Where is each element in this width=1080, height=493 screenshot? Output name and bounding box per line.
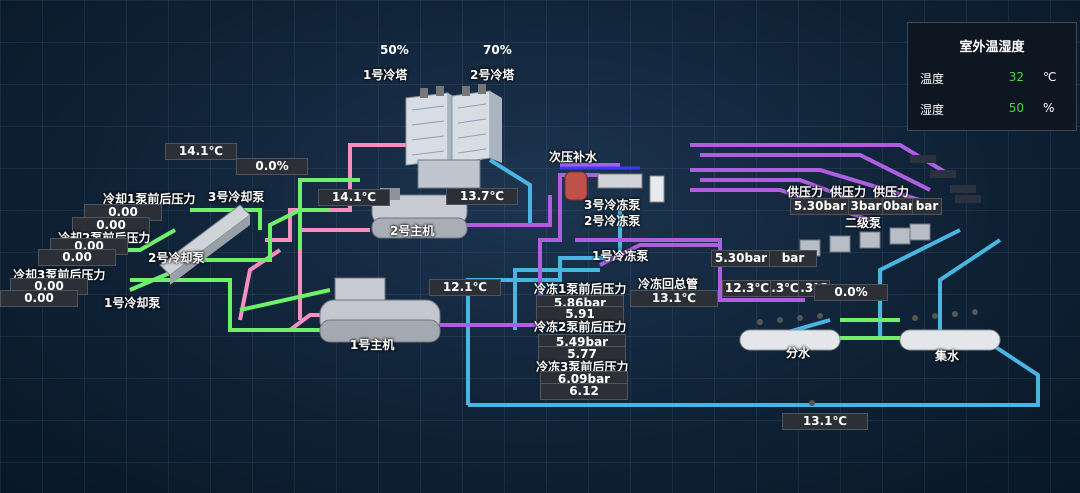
chilled-pump-1-pressure-label: 冷冻1泵前后压力 <box>534 282 627 296</box>
supply-header[interactable] <box>739 329 841 351</box>
chilled-pump-1-pressure-back: 5.91 <box>536 306 624 323</box>
return-main-label: 冷冻回总管 <box>638 277 699 291</box>
tower-1-label[interactable]: 1号冷塔 <box>363 68 408 82</box>
secondary-pump-pressure-4: bar <box>912 198 942 215</box>
cooling-pump-1-pressure-label: 冷却1泵前后压力 <box>103 192 196 206</box>
tower-1-fan-percent: 50% <box>380 43 409 57</box>
temperature-unit: ℃ <box>1043 70 1057 84</box>
secondary-pump-label[interactable]: 二级泵 <box>845 216 882 230</box>
chilled-pump-3-pressure-back: 6.12 <box>540 383 628 400</box>
chilled-pump-3-label[interactable]: 3号冷冻泵 <box>584 198 641 212</box>
secondary-pump-pressure-1: 5.30bar <box>790 198 850 215</box>
cooling-valve-percent: 0.0% <box>236 158 308 175</box>
cooling-pump-3-label[interactable]: 3号冷却泵 <box>208 190 265 204</box>
minor-tags <box>910 155 981 203</box>
chiller-1-unit[interactable] <box>319 277 441 343</box>
return-main-temp: 13.1℃ <box>630 290 718 307</box>
distribution-pressure-2: bar <box>769 250 817 267</box>
weather-panel: 室外温湿度 温度 32 ℃ 湿度 50 % <box>907 22 1077 131</box>
distribution-pressure-1: 5.30bar <box>711 250 771 267</box>
supply-header-label[interactable]: 分水 <box>786 346 811 360</box>
chiller-2-outlet-temp: 13.7℃ <box>446 188 518 205</box>
tower-2-fan-percent: 70% <box>483 43 512 57</box>
chiller-1-label[interactable]: 1号主机 <box>350 338 395 352</box>
chilled-pump-2-label[interactable]: 2号冷冻泵 <box>584 214 641 228</box>
chilled-pump-1-label[interactable]: 1号冷冻泵 <box>592 249 649 263</box>
cooling-return-temp: 14.1℃ <box>165 143 237 160</box>
supply-pressure-label-2: 供压力 <box>830 185 867 199</box>
supply-pressure-label-3: 供压力 <box>873 185 910 199</box>
chilled-pump-2-pressure-label: 冷冻2泵前后压力 <box>534 320 627 334</box>
bypass-valve-percent: 0.0% <box>814 284 888 301</box>
chilled-pipes <box>440 143 952 327</box>
collect-header[interactable] <box>899 329 1001 351</box>
cooling-pump-2-pressure-back: 0.00 <box>38 249 116 266</box>
header-valves <box>757 309 978 406</box>
tower-2-label[interactable]: 2号冷塔 <box>470 68 515 82</box>
cooling-pump-1-label[interactable]: 1号冷却泵 <box>104 296 161 310</box>
cooling-pump-1-pressure-front: 0.00 <box>84 204 162 221</box>
collect-header-label[interactable]: 集水 <box>935 349 960 363</box>
chiller-2-inlet-temp: 14.1℃ <box>318 189 390 206</box>
tower-base-heat-exchanger <box>417 159 481 189</box>
secondary-pump-pressure-2: 3bar <box>848 198 884 215</box>
makeup-water-label[interactable]: 次压补水 <box>549 150 598 164</box>
distribution-temp-2: .3℃ <box>770 280 800 297</box>
chiller-1-temp: 12.1℃ <box>429 279 501 296</box>
humidity-value: 50 <box>1008 101 1024 115</box>
bottom-return-temp: 13.1℃ <box>782 413 868 430</box>
humidity-unit: % <box>1043 101 1055 115</box>
cooling-pump-3-pressure-back: 0.00 <box>0 290 78 307</box>
makeup-tank[interactable] <box>564 171 665 203</box>
chilled-pump-3-pressure-label: 冷冻3泵前后压力 <box>536 360 629 374</box>
supply-pressure-label-1: 供压力 <box>787 185 824 199</box>
chiller-2-label[interactable]: 2号主机 <box>390 224 435 238</box>
weather-panel-title: 室外温湿度 <box>959 40 1025 55</box>
chiller-2-unit[interactable] <box>371 188 468 239</box>
secondary-pump-pressure-3: 0bar <box>882 198 914 215</box>
cooling-pump-1-pressure-back: 0.00 <box>72 217 150 234</box>
cooling-pump-group[interactable] <box>159 204 251 285</box>
temperature-value: 32 <box>1008 70 1024 84</box>
temperature-label: 温度 <box>920 72 945 86</box>
humidity-label: 湿度 <box>920 103 945 117</box>
cooling-pump-2-label[interactable]: 2号冷却泵 <box>148 251 205 265</box>
distribution-temp-1: 12.3℃ <box>722 280 772 297</box>
chilled-pump-2-pressure-back: 5.77 <box>538 346 626 363</box>
cooling-tower-2[interactable] <box>451 84 502 164</box>
